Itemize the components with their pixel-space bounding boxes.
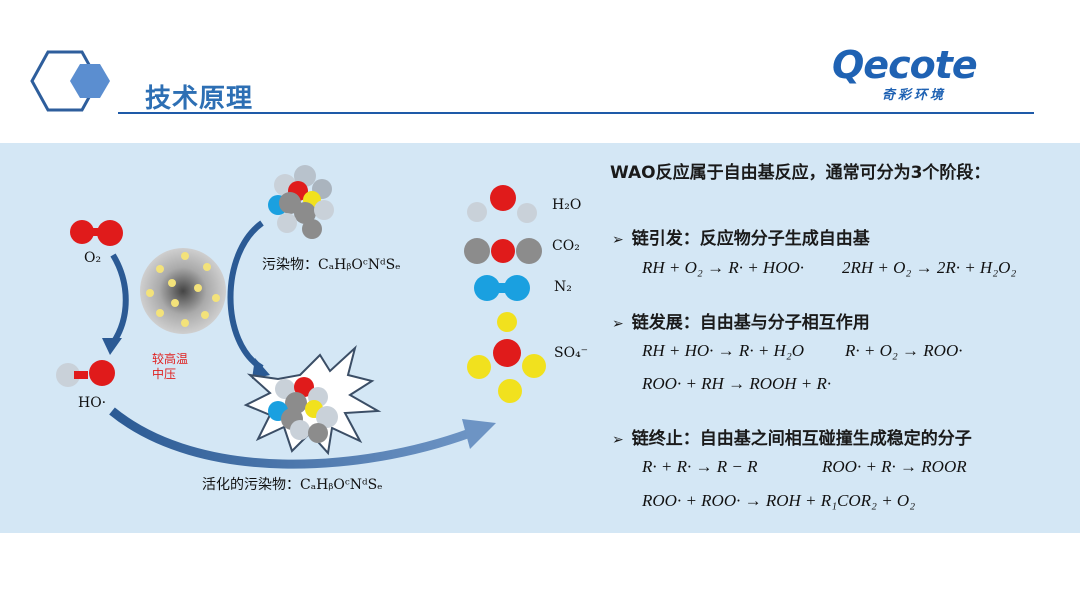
so4-molecule-icon (467, 312, 546, 403)
stage-initiation-eq1: RH + O₂ → R· + HOO· (642, 258, 805, 277)
co2-molecule-icon (464, 238, 542, 264)
curve-arrow-left (110, 253, 129, 345)
stage-propagation-eq3: ROO· + RH → ROOH + R· (642, 374, 832, 393)
stage-initiation-title: ➢链引发：反应物分子生成自由基 (612, 229, 870, 249)
h2o-label: H₂O (552, 197, 582, 213)
ho-molecule-icon (56, 360, 115, 387)
header-hexagon-icon (30, 50, 110, 112)
reaction-diagram (56, 165, 546, 469)
activated-formula: CₐHᵦOᶜNᵈSₑ (300, 477, 383, 493)
activated-caption: 活化的污染物：CₐHᵦOᶜNᵈSₑ (202, 474, 383, 494)
bullet-arrow-icon: ➢ (612, 432, 624, 448)
ho-label: HO· (78, 395, 107, 411)
activated-cluster-icon (268, 377, 338, 443)
reactor-sphere-icon (140, 248, 226, 334)
stage-propagation-title: ➢链发展：自由基与分子相互作用 (612, 313, 870, 333)
stage-propagation-eq1: RH + HO· → R· + H₂O (642, 341, 805, 360)
pollutant-caption: 污染物：CₐHᵦOᶜNᵈSₑ (262, 254, 401, 274)
bullet-arrow-icon: ➢ (612, 232, 624, 248)
co2-label: CO₂ (552, 238, 580, 254)
stage-termination-title: ➢链终止：自由基之间相互碰撞生成稳定的分子 (612, 429, 972, 449)
content-panel (0, 143, 1080, 533)
page-title: 技术原理 (145, 84, 254, 114)
o2-label: O₂ (84, 250, 102, 266)
stages-heading: WAO反应属于自由基反应，通常可分为3个阶段： (610, 163, 991, 183)
header-divider (118, 112, 1034, 114)
bullet-arrow-icon: ➢ (612, 316, 624, 332)
conditions-line2: 中压 (152, 367, 177, 381)
so4-label: SO₄⁻ (554, 345, 589, 361)
company-logo: Qecote 奇彩环境 (832, 44, 1012, 104)
conditions-line1: 较高温 (152, 352, 189, 366)
pollutant-label: 污染物： (262, 257, 318, 273)
stage-termination-eq1: R· + R· → R − R (642, 457, 758, 476)
o2-molecule-icon (70, 220, 123, 246)
logo-brand: Qecote (832, 43, 978, 87)
h2o-molecule-icon (467, 185, 537, 223)
stage-initiation-eq2: 2RH + O₂ → 2R· + H₂O₂ (842, 258, 1017, 277)
pollutant-cluster-icon (268, 165, 334, 239)
n2-molecule-icon (474, 275, 530, 301)
stage-termination-eq3: ROO· + ROO· → ROH + R₁COR₂ + O₂ (642, 491, 916, 510)
curve-arrow-middle (227, 220, 264, 371)
pollutant-formula: CₐHᵦOᶜNᵈSₑ (318, 257, 401, 273)
n2-label: N₂ (554, 279, 572, 295)
logo-subtitle: 奇彩环境 (882, 88, 947, 103)
conditions-label: 较高温 中压 (152, 352, 188, 382)
stage-termination-eq2: ROO· + R· → ROOR (822, 457, 967, 476)
bottom-arrow (109, 407, 472, 469)
activated-label: 活化的污染物： (202, 477, 300, 493)
stage-propagation-eq2: R· + O₂ → ROO· (845, 341, 963, 360)
